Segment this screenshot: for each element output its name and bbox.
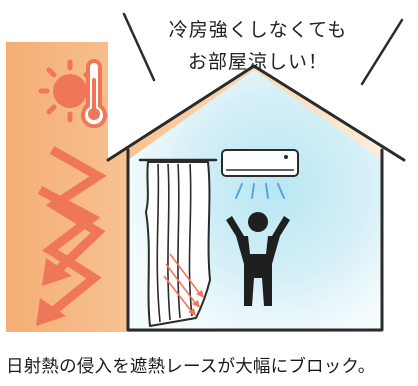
caption: 日射熱の侵入を遮熱レースが大幅にブロック。 xyxy=(6,357,376,377)
air-conditioner-icon xyxy=(221,149,299,177)
house-illustration: 冷房強くしなくても お部屋涼しい！ xyxy=(6,12,412,340)
house-outline xyxy=(106,64,406,332)
speech-bubble-tail-left xyxy=(122,12,156,82)
speech-bubble-line-1: 冷房強くしなくても xyxy=(169,19,347,41)
right-mask xyxy=(382,150,412,340)
speech-bubble-tail-right xyxy=(360,18,404,86)
filtered-heat-ray-heads xyxy=(188,290,204,316)
person-icon xyxy=(226,212,290,306)
heat-ray-arrow-icon xyxy=(37,146,107,316)
cool-air-icon xyxy=(235,183,285,199)
heat-arrow-heads xyxy=(36,258,72,326)
speech-bubble-line-2: お部屋涼しい！ xyxy=(188,51,328,73)
filtered-heat-rays xyxy=(163,253,201,313)
sky-mask xyxy=(108,42,406,160)
thermometer-icon xyxy=(81,59,107,129)
